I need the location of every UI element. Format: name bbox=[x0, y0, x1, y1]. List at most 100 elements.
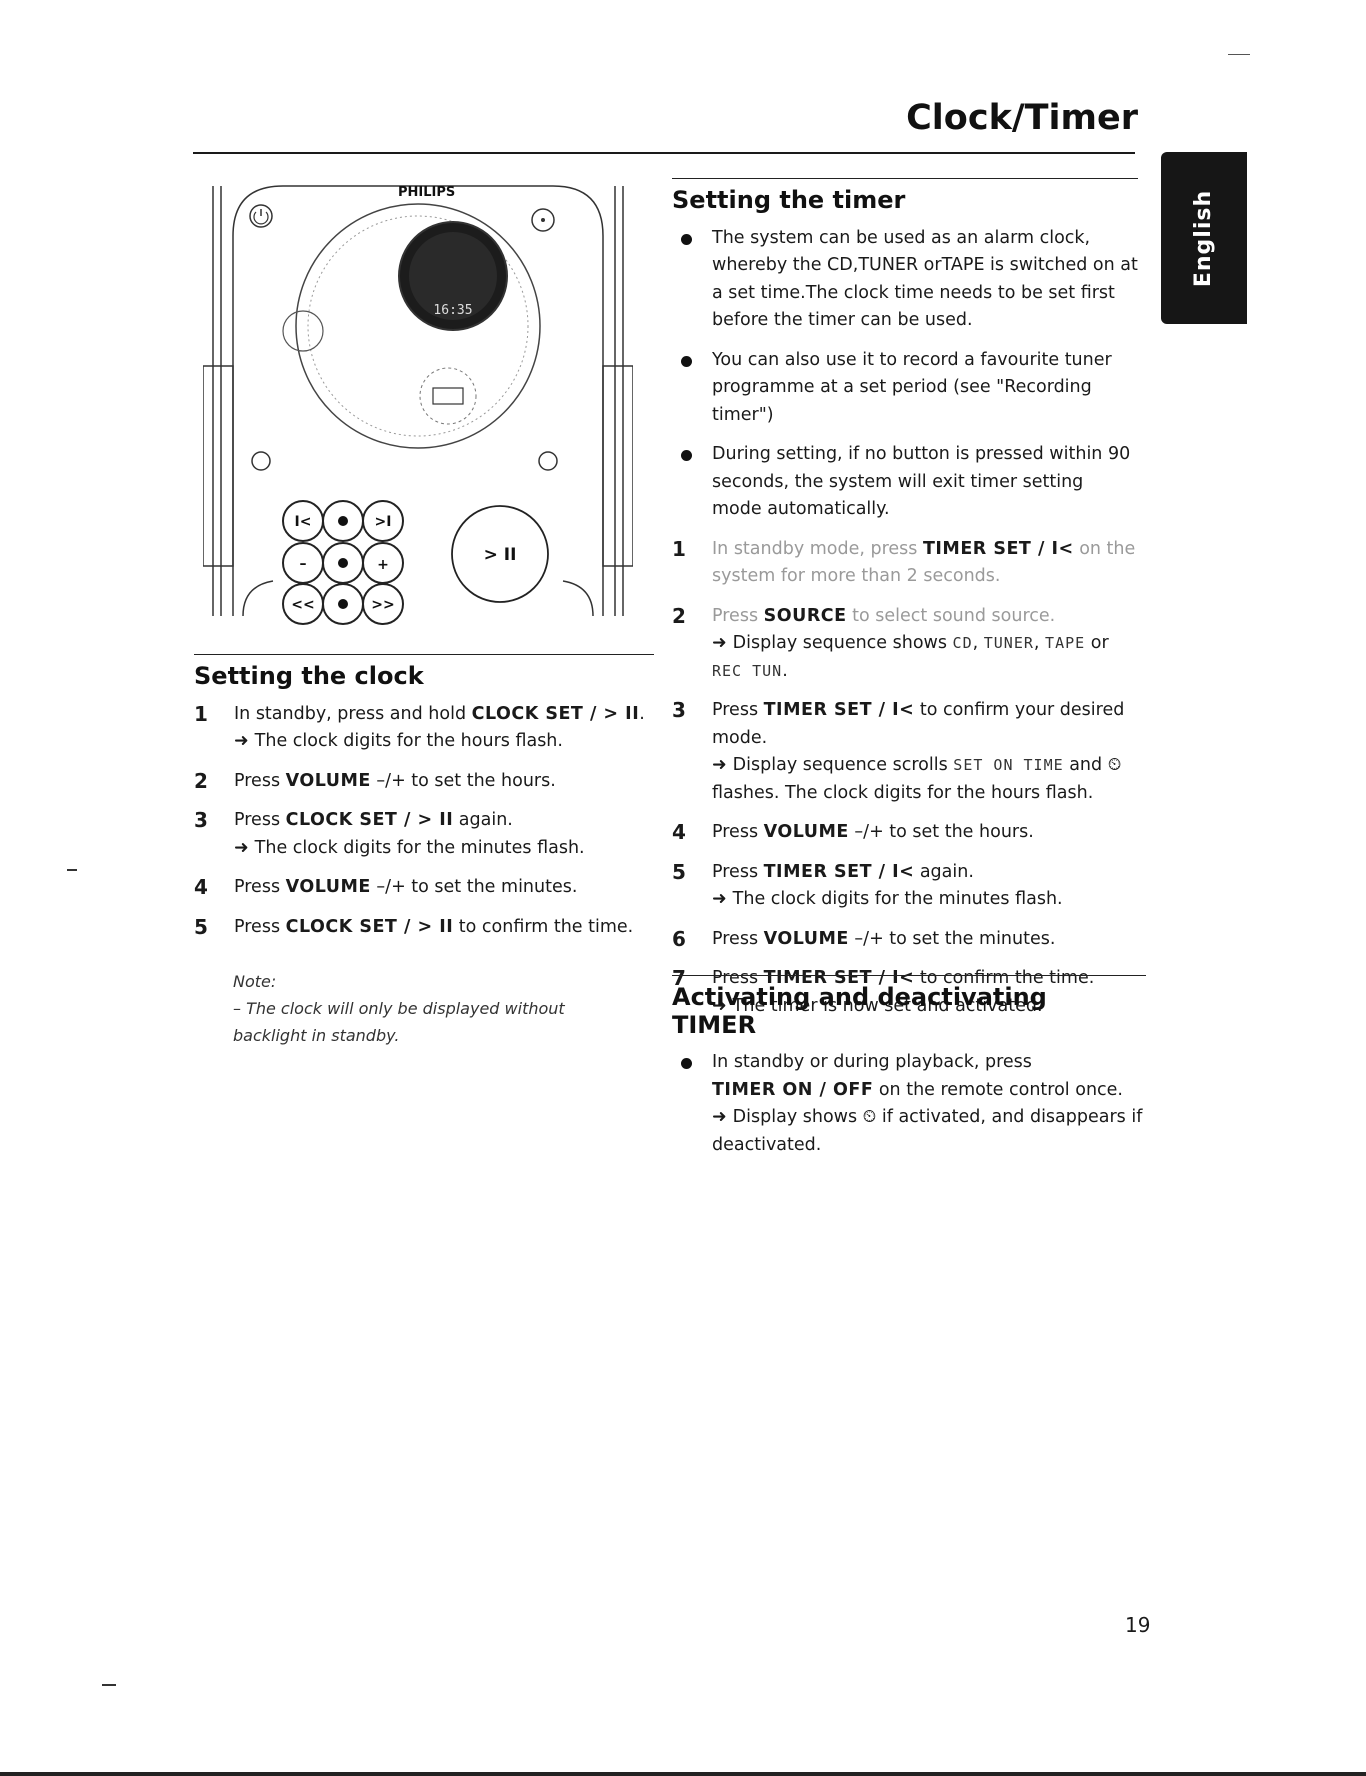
arrow-icon: ➜ bbox=[712, 995, 727, 1016]
step-number: 5 bbox=[194, 914, 208, 939]
step-number: 3 bbox=[672, 698, 686, 723]
language-tab: English bbox=[1161, 152, 1247, 324]
play-pause-label: > II bbox=[484, 545, 517, 565]
step-number: 4 bbox=[194, 875, 208, 900]
step-text: Press bbox=[234, 916, 286, 937]
timer-step-2: 2 Press SOURCE to select sound source. ➜… bbox=[672, 603, 1138, 686]
step-keyword: CLOCK SET / > II bbox=[285, 810, 454, 831]
timer-bullet: During setting, if no button is pressed … bbox=[672, 441, 1138, 524]
timer-clock-icon: ⏲ bbox=[862, 1107, 877, 1128]
arrow-icon: ➜ bbox=[234, 837, 249, 858]
bullet-icon bbox=[681, 233, 692, 245]
page-title: Clock/Timer bbox=[906, 98, 1138, 138]
step-result: ➜Display sequence shows CD, TUNER, TAPE … bbox=[712, 633, 1109, 681]
step-number: 3 bbox=[194, 808, 208, 833]
arrow-icon: ➜ bbox=[712, 633, 727, 654]
step-number: 1 bbox=[194, 701, 208, 726]
timer-step-5: 5 Press TIMER SET / I< again. ➜The clock… bbox=[672, 859, 1138, 914]
bottom-rule bbox=[0, 1772, 1366, 1776]
step-keyword: TIMER SET / I< bbox=[763, 861, 915, 882]
step-text: Press bbox=[234, 877, 286, 898]
step-text: In standby, press and hold bbox=[234, 703, 472, 724]
standby-icon bbox=[531, 208, 555, 232]
timer-clock-icon: ⏲ bbox=[1107, 755, 1122, 776]
section-setting-clock: Setting the clock 1 In standby, press an… bbox=[194, 654, 654, 953]
margin-mark bbox=[67, 869, 77, 871]
step-keyword: TIMER SET / I< bbox=[763, 968, 915, 989]
step-text: Press bbox=[234, 810, 286, 831]
lcd-text: TAPE bbox=[1045, 634, 1086, 653]
lcd-text: TUNER bbox=[983, 634, 1034, 653]
step-result: ➜The clock digits for the hours flash. bbox=[234, 731, 563, 752]
note: Note: – The clock will only be displayed… bbox=[233, 968, 633, 1049]
timer-step-7: 7 Press TIMER SET / I< to confirm the ti… bbox=[672, 965, 1138, 1020]
step-keyword: TIMER SET / I< bbox=[922, 538, 1074, 559]
timer-bullet: The system can be used as an alarm clock… bbox=[672, 225, 1138, 335]
step-result: ➜Display sequence scrolls SET ON TIME an… bbox=[712, 755, 1122, 803]
step-text: Press bbox=[234, 770, 286, 791]
step-number: 2 bbox=[194, 768, 208, 793]
section-rule bbox=[672, 178, 1138, 179]
step-number: 6 bbox=[672, 926, 686, 951]
step-keyword: VOLUME bbox=[285, 770, 371, 791]
step-number: 7 bbox=[672, 966, 686, 991]
lcd-text: CD bbox=[952, 634, 973, 653]
step-keyword: VOLUME bbox=[285, 877, 371, 898]
section-rule bbox=[672, 975, 1146, 976]
clock-step-1: 1 In standby, press and hold CLOCK SET /… bbox=[194, 701, 654, 756]
lcd-text: REC TUN bbox=[712, 661, 783, 680]
activate-bullet: In standby or during playback, press TIM… bbox=[672, 1049, 1146, 1159]
arrow-icon: ➜ bbox=[234, 731, 249, 752]
arrow-icon: ➜ bbox=[712, 1107, 727, 1128]
lcd-time: 16:35 bbox=[433, 303, 472, 318]
timer-step-4: 4 Press VOLUME –/+ to set the hours. bbox=[672, 819, 1138, 847]
clock-step-5: 5 Press CLOCK SET / > II to confirm the … bbox=[194, 914, 654, 942]
timer-step-6: 6 Press VOLUME –/+ to set the minutes. bbox=[672, 926, 1138, 954]
step-result: ➜Display shows ⏲ if activated, and disap… bbox=[712, 1107, 1143, 1155]
lcd-text: SET ON TIME bbox=[953, 756, 1064, 775]
svg-text:<<: << bbox=[291, 597, 314, 613]
step-text: –/+ to set the minutes. bbox=[370, 877, 578, 898]
arrow-icon: ➜ bbox=[712, 755, 727, 776]
mode-button bbox=[251, 451, 271, 471]
step-text: . bbox=[639, 703, 645, 724]
bullet-icon bbox=[681, 1058, 692, 1070]
bullet-icon bbox=[681, 450, 692, 462]
step-keyword: TIMER ON / OFF bbox=[712, 1079, 874, 1100]
step-number: 4 bbox=[672, 820, 686, 845]
power-icon bbox=[249, 204, 273, 228]
step-text: –/+ to set the hours. bbox=[370, 770, 556, 791]
step-text: to confirm the time. bbox=[453, 916, 634, 937]
step-text: again. bbox=[453, 810, 513, 831]
section-setting-timer: Setting the timer The system can be used… bbox=[672, 178, 1138, 1032]
arrow-icon: ➜ bbox=[712, 889, 727, 910]
step-keyword: VOLUME bbox=[763, 928, 849, 949]
section-rule bbox=[194, 654, 654, 655]
step-keyword: SOURCE bbox=[763, 605, 847, 626]
step-keyword: TIMER SET / I< bbox=[763, 700, 915, 721]
play-pause-icon: > II bbox=[451, 505, 549, 603]
step-number: 1 bbox=[672, 536, 686, 561]
bullet-icon bbox=[681, 355, 692, 367]
device-illustration: 16:35 PHILIPS I< >I bbox=[202, 176, 634, 626]
clock-step-2: 2 Press VOLUME –/+ to set the hours. bbox=[194, 768, 654, 796]
svg-text:I<: I< bbox=[295, 514, 312, 530]
step-result: ➜The timer is now set and activated. bbox=[712, 995, 1043, 1016]
step-keyword: CLOCK SET / > II bbox=[471, 703, 640, 724]
device-drawing: 16:35 PHILIPS I< >I bbox=[202, 185, 634, 625]
note-text: – The clock will only be displayed witho… bbox=[233, 999, 565, 1045]
section-title: Setting the clock bbox=[194, 662, 424, 690]
step-result: ➜The clock digits for the minutes flash. bbox=[712, 889, 1063, 910]
step-keyword: CLOCK SET / > II bbox=[285, 916, 454, 937]
svg-text:>>: >> bbox=[371, 597, 394, 613]
svg-text:>I: >I bbox=[375, 514, 392, 530]
prog-button bbox=[538, 451, 558, 471]
svg-text:+: + bbox=[377, 557, 389, 573]
next-icon bbox=[362, 500, 404, 542]
section-title: Setting the timer bbox=[672, 186, 906, 214]
step-number: 2 bbox=[672, 603, 686, 628]
step-result: ➜The clock digits for the minutes flash. bbox=[234, 837, 585, 858]
step-number: 5 bbox=[672, 859, 686, 884]
